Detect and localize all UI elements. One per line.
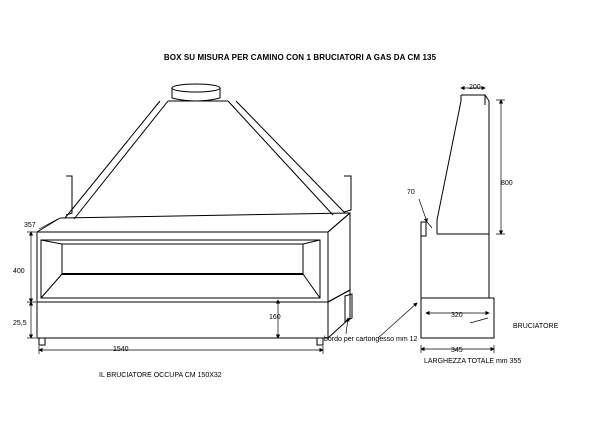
trim-leader xyxy=(345,317,350,335)
total-width-note: LARGHEZZA TOTALE mm 355 xyxy=(424,358,522,365)
side-front-slope xyxy=(436,100,462,234)
box-right-side xyxy=(327,211,351,303)
dim-width-label: 1540 xyxy=(113,346,129,353)
drawing-title: BOX SU MISURA PER CAMINO CON 1 BRUCIATOR… xyxy=(163,53,437,62)
hood-right-slope xyxy=(227,100,334,216)
side-back-wall xyxy=(484,94,490,298)
base-right-side xyxy=(327,289,351,339)
side-profile xyxy=(420,94,495,339)
side-base xyxy=(420,297,495,339)
dim-flange-label: 70 xyxy=(407,189,415,196)
dim-top-label: 200 xyxy=(469,84,481,91)
dim-800-ticks xyxy=(496,99,505,235)
leg-left xyxy=(38,337,46,346)
drywall-trim xyxy=(344,293,353,323)
firebox-body xyxy=(36,211,353,346)
dim-inner-label: 320 xyxy=(451,312,463,319)
side-flue-top xyxy=(461,94,486,105)
opening-left-bevel xyxy=(40,239,63,299)
opening-right-bevel xyxy=(302,239,321,299)
hood-rear-right xyxy=(235,100,346,214)
flue-collar-body xyxy=(171,88,221,98)
dim-357-line xyxy=(38,218,59,230)
front-view xyxy=(27,83,353,354)
box-top-back xyxy=(59,212,351,219)
hood-rear-left xyxy=(64,100,161,219)
bracket-left xyxy=(65,175,73,216)
side-leader-burner xyxy=(469,317,489,324)
burner-size-note: IL BRUCIATORE OCCUPA CM 150X32 xyxy=(99,372,222,379)
dim-height-label: 800 xyxy=(501,180,513,187)
mounting-brackets xyxy=(65,175,352,216)
dim-burner-height-label: 160 xyxy=(269,314,281,321)
dim-outer-label: 345 xyxy=(451,347,463,354)
leg-right xyxy=(316,337,324,346)
side-dimensions xyxy=(377,85,505,353)
burner-label: BRUCIATORE xyxy=(513,323,559,330)
trim-note: bordo per cartongesso mm 12 xyxy=(324,336,418,343)
dim-400-ticks xyxy=(27,231,36,303)
dim-1540-ticks xyxy=(38,346,324,354)
side-view xyxy=(377,85,505,353)
box-front-inner xyxy=(40,239,321,299)
hood-left-slope xyxy=(73,100,169,220)
front-dimensions xyxy=(27,218,350,354)
flue-collar-top xyxy=(171,83,221,93)
box-base xyxy=(36,301,329,339)
dim-opening-height-label: 400 xyxy=(13,268,25,275)
dim-70-line2 xyxy=(426,221,433,229)
chimney-hood xyxy=(64,83,346,220)
bracket-right xyxy=(343,175,352,213)
dim-70-line xyxy=(418,198,428,223)
box-front-frame xyxy=(36,231,329,303)
trim-side-leader xyxy=(377,302,418,339)
dim-345-ticks xyxy=(420,345,495,353)
side-flange xyxy=(420,221,427,237)
dim-depth-label: 357 xyxy=(24,222,36,229)
dim-base-height-label: 25,5 xyxy=(13,320,27,327)
